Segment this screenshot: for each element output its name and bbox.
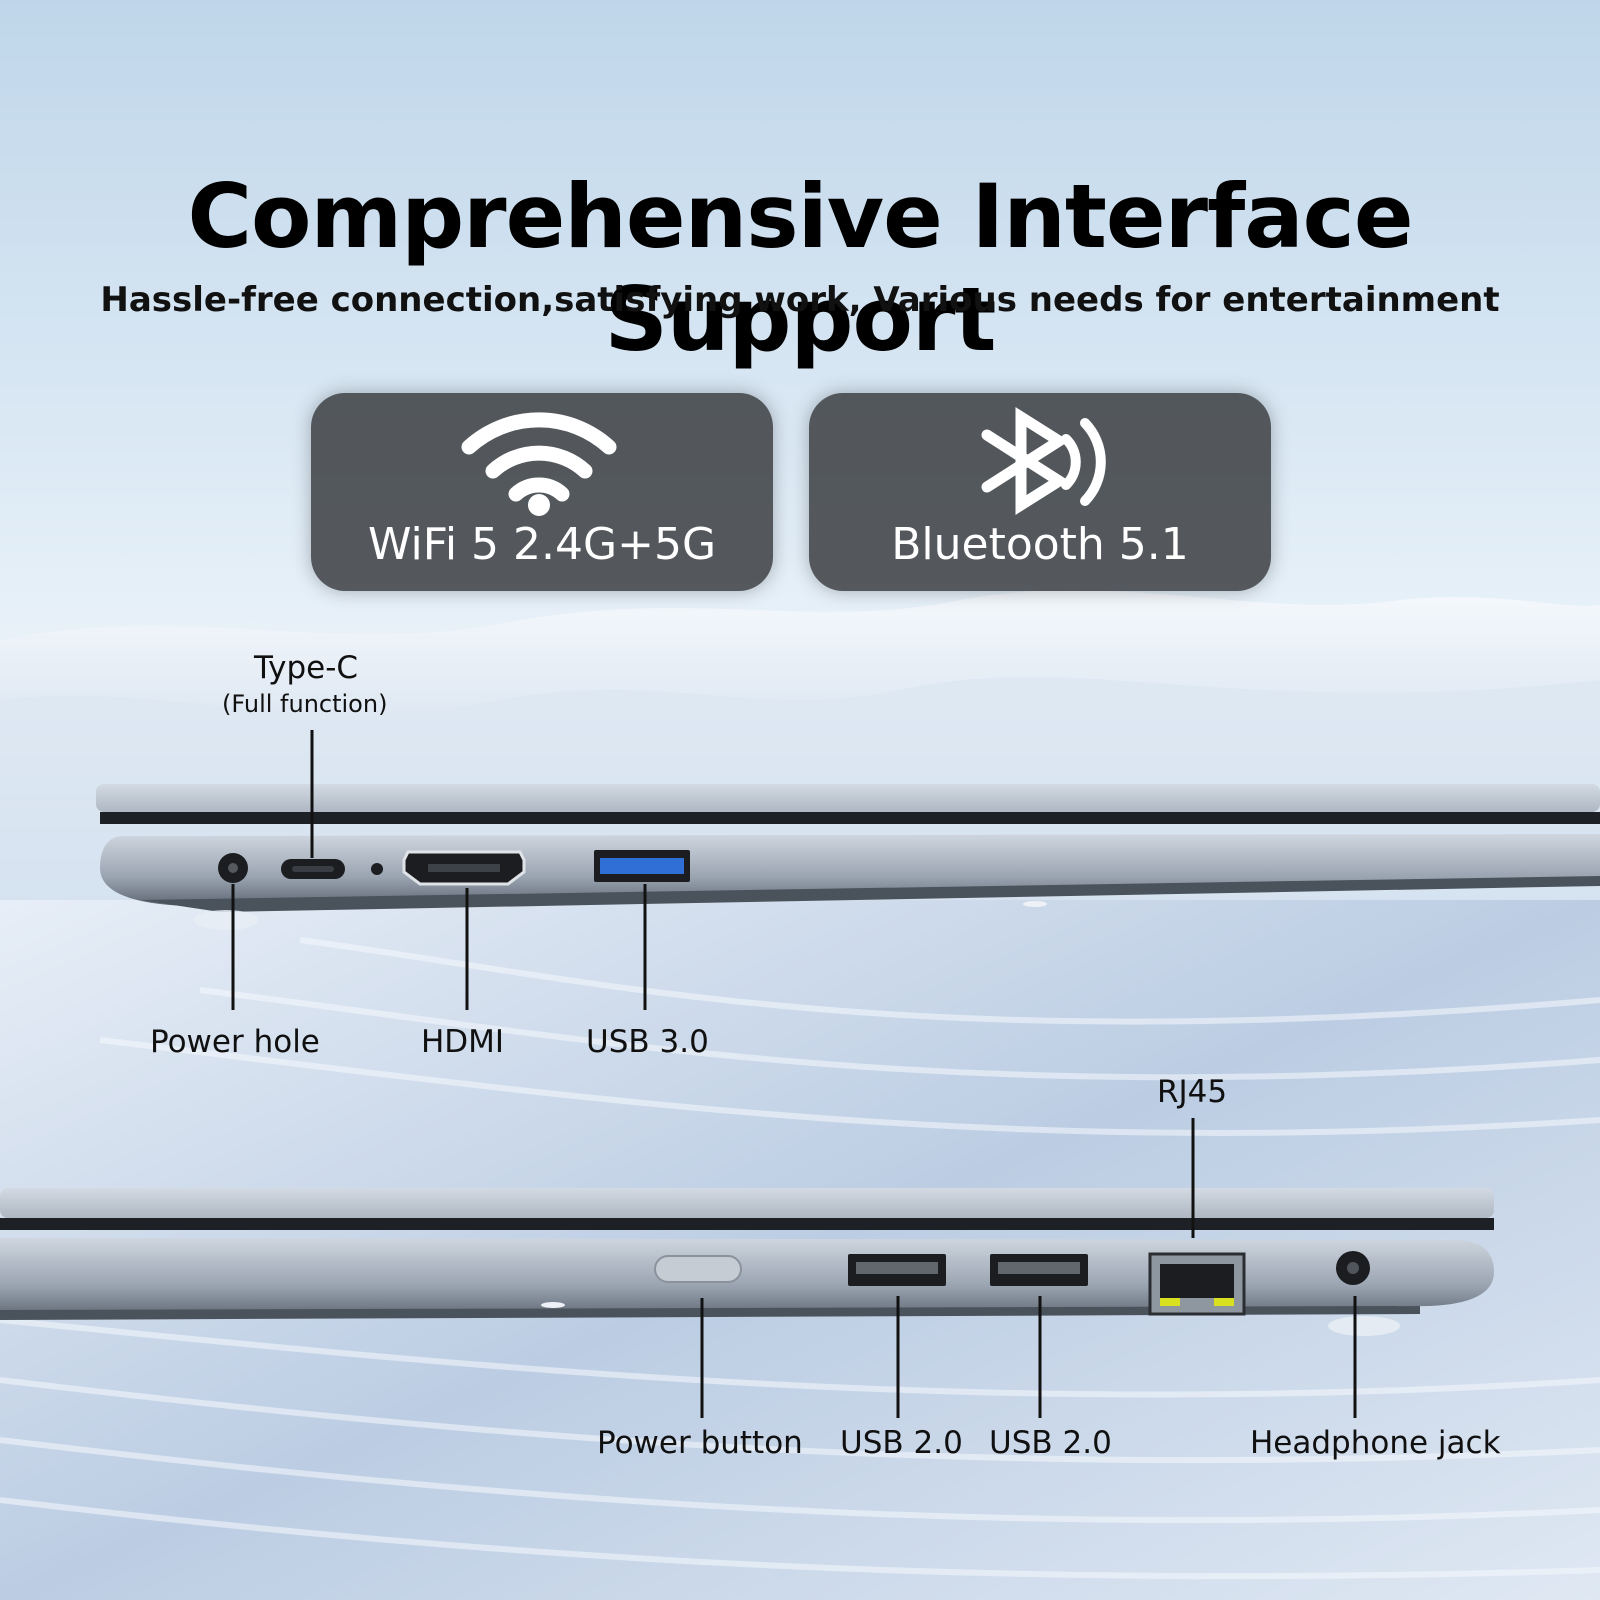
power-button-port	[654, 1255, 742, 1283]
laptop-left-side	[96, 784, 1600, 930]
headphone-jack-label: Headphone jack	[1250, 1425, 1501, 1461]
bluetooth-label: Bluetooth 5.1	[891, 519, 1189, 570]
rj45-label: RJ45	[1157, 1074, 1228, 1110]
bluetooth-card: Bluetooth 5.1	[809, 393, 1271, 591]
power-hole-label: Power hole	[150, 1024, 320, 1060]
wifi-icon	[461, 412, 617, 516]
type-c-label: Type-C	[254, 650, 359, 686]
usb2-label-a: USB 2.0	[840, 1425, 963, 1461]
laptop-right-side	[0, 1188, 1494, 1336]
power-button-label: Power button	[597, 1425, 803, 1461]
usb3-label: USB 3.0	[586, 1024, 709, 1060]
bluetooth-icon	[981, 407, 1106, 515]
page-title: Comprehensive Interface Support	[187, 165, 1413, 371]
usb2-label-b: USB 2.0	[989, 1425, 1112, 1461]
wifi-card: WiFi 5 2.4G+5G	[311, 393, 773, 591]
indicator-led	[371, 863, 383, 875]
wifi-label: WiFi 5 2.4G+5G	[367, 519, 717, 570]
page-subtitle: Hassle-free connection,satisfying work, …	[100, 280, 1500, 320]
hdmi-label: HDMI	[421, 1024, 505, 1060]
type-c-note: (Full function)	[222, 690, 388, 718]
